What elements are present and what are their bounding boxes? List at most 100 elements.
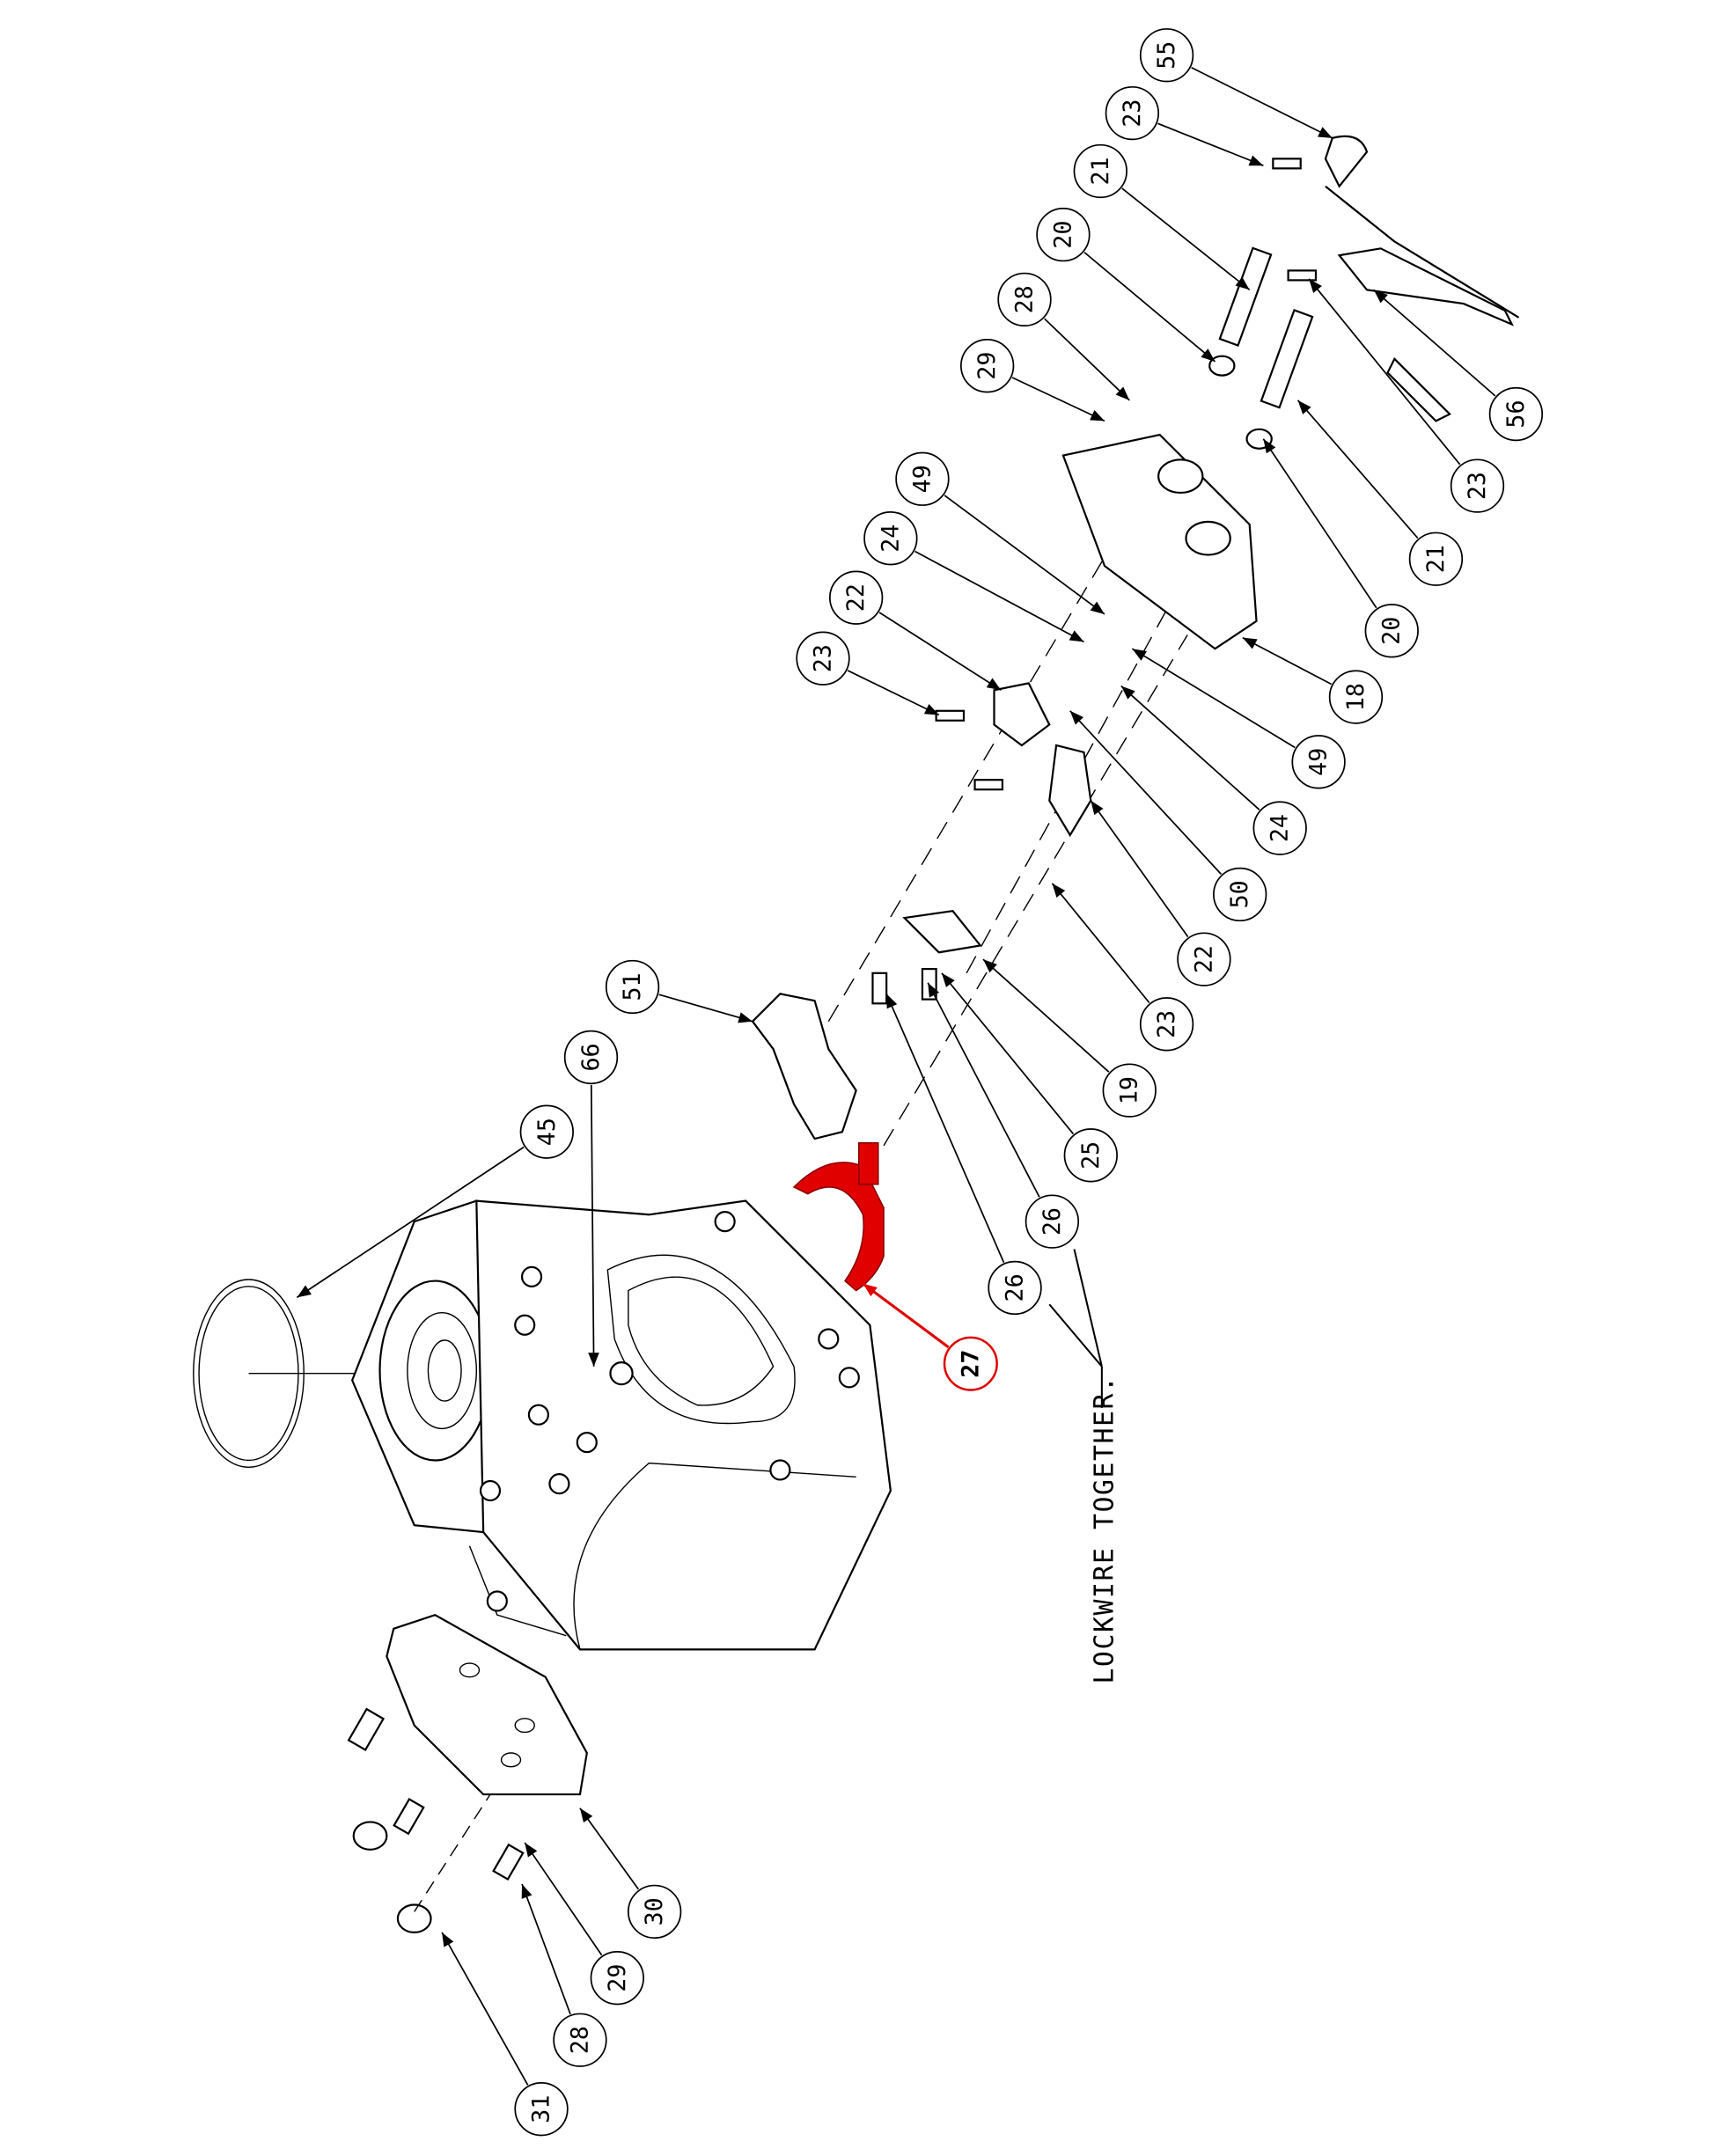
callout-circle [1063,1128,1118,1183]
callout-circle [988,1260,1042,1316]
arrowhead-icon [1090,601,1105,614]
arrowhead-icon [1235,276,1250,290]
callout-31: 31 [514,2082,569,2137]
arrowhead-icon [521,1884,532,1899]
arrowhead-icon [1069,710,1084,725]
callout-circle [997,272,1052,327]
callout-number: 22 [1190,945,1217,973]
arrowhead-icon [1373,290,1388,304]
callout-number: 28 [1011,285,1039,313]
callout-circle [1213,867,1267,922]
leader-line-49 [1131,648,1296,749]
callout-number: 50 [1226,880,1253,908]
leader-line-31 [441,1932,529,2086]
callout-number: 21 [1422,545,1450,573]
callout-number: 21 [1087,157,1114,185]
leader-line-22 [878,612,1002,691]
leader-line-18 [1242,636,1333,686]
arrowhead-icon [1115,386,1130,400]
arrowhead-icon [1263,438,1276,454]
callout-27: 27 [943,1336,998,1391]
callout-18: 18 [1328,670,1384,724]
leader-line-26 [927,982,1040,1198]
shift-fork-part-27-highlighted [792,1141,885,1292]
leader-line-23 [1157,122,1264,167]
arrowhead-icon [1248,155,1264,166]
callout-28: 28 [997,272,1052,327]
arrowhead-icon [297,1285,312,1298]
leader-line-20 [1262,438,1377,609]
callout-circle [1488,386,1544,442]
arrowhead-icon [928,982,940,998]
callout-26: 26 [988,1260,1042,1316]
leader-line-50 [1069,710,1223,875]
callout-number: 29 [604,1964,631,1992]
callout-23: 23 [1450,458,1505,513]
callout-circle [1252,801,1307,855]
callout-number: 66 [577,1043,605,1071]
leader-line-25 [941,972,1075,1135]
arrowhead-icon [986,678,1002,691]
callout-23: 23 [1139,997,1194,1052]
callout-29: 29 [960,338,1015,393]
callout-number: 23 [1464,472,1491,500]
callout-circle [1025,1194,1080,1249]
callout-number: 56 [1502,400,1530,428]
lockwire-leader [1048,1249,1103,1408]
callout-circle [1291,735,1346,789]
callout-circle [1450,458,1505,513]
arrowhead-icon [1317,127,1333,138]
leader-line-26 [885,993,1005,1264]
callout-circle [1328,670,1384,724]
leader-line-29 [524,1842,603,1956]
callout-number: 22 [842,583,870,612]
callout-number: 27 [957,1350,984,1378]
callout-circle [1036,207,1091,262]
arrowhead-icon [923,703,939,715]
arrowhead-icon [1297,400,1311,414]
callout-number: 28 [566,2026,593,2054]
arrowhead-icon [1201,348,1216,362]
leader-line-66 [590,1084,595,1367]
callout-number: 45 [533,1118,561,1146]
arrowhead-icon [525,1842,538,1858]
callout-number: 26 [1039,1207,1066,1236]
callout-21: 21 [1408,532,1464,586]
callout-number: 24 [877,524,904,553]
callout-21: 21 [1073,143,1127,199]
leader-line-21 [1296,400,1419,539]
callout-24: 24 [1252,801,1307,855]
callout-number: 49 [1305,748,1333,776]
arrowhead-icon [1090,410,1105,422]
arrowhead-icon [1052,883,1066,898]
callout-circle [943,1336,998,1391]
callout-24: 24 [863,511,918,566]
leader-line-23 [1051,883,1150,1004]
leader-line-23 [847,670,940,716]
callout-circle [863,511,918,566]
callout-number: 20 [1049,221,1076,249]
arrowhead-icon [588,1353,599,1367]
callout-circle [1139,997,1194,1052]
leader-line-49 [944,495,1105,615]
callout-56: 56 [1488,386,1544,442]
callout-number: 49 [908,465,936,493]
lockwire-note: LOCKWIRE TOGETHER. [1089,1375,1120,1683]
leader-line-28 [1044,318,1130,401]
callout-number: 29 [973,352,1001,380]
callout-22: 22 [828,570,884,625]
callout-50: 50 [1213,867,1267,922]
callout-circle [590,1950,644,2006]
arrowhead-icon [941,972,955,987]
arrowhead-icon [1069,630,1084,642]
callout-circle [1105,85,1160,141]
callout-55: 55 [1139,28,1194,83]
arrowhead-icon [886,994,898,1009]
arrowhead-icon [442,1932,454,1947]
callout-circle [519,1104,574,1159]
leader-line-20 [1083,252,1216,363]
callout-20: 20 [1036,207,1091,262]
callout-number: 24 [1267,814,1294,842]
callout-23: 23 [796,631,850,686]
callout-29: 29 [590,1950,644,2006]
